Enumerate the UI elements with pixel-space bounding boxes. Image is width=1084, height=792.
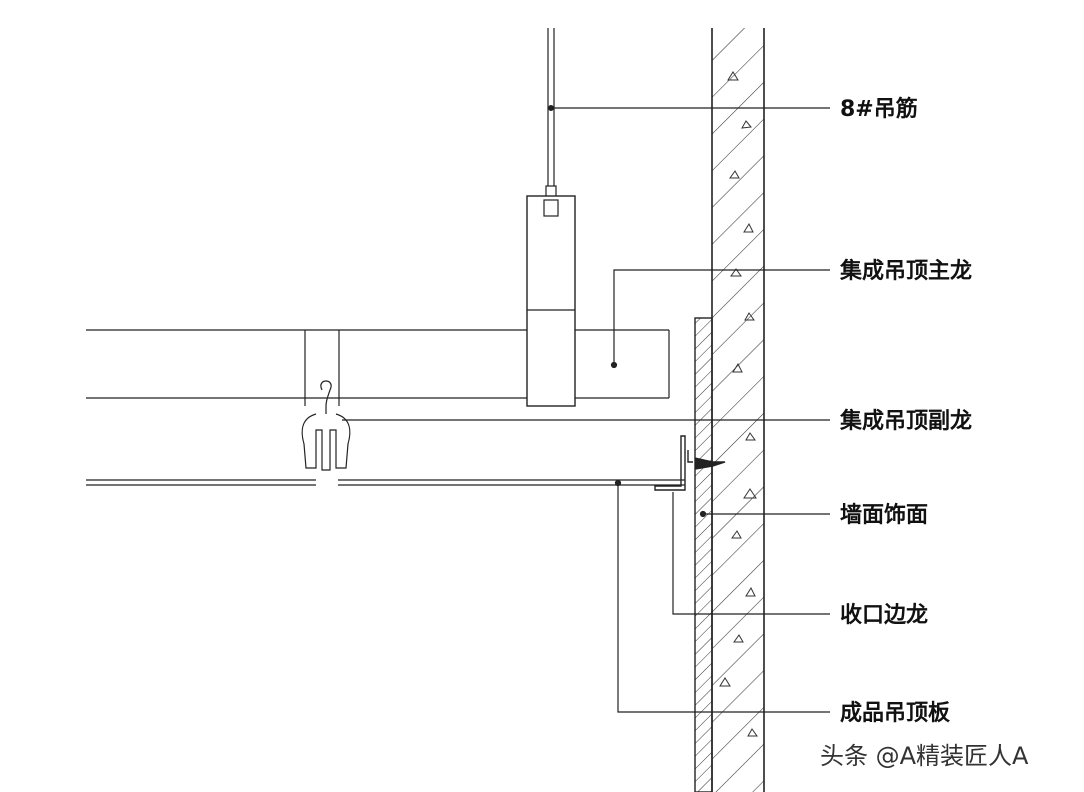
sub-keel — [301, 380, 695, 471]
label-ceiling-panel: 成品吊顶板 — [840, 701, 951, 726]
watermark: 头条 @A精装匠人A — [820, 742, 1029, 770]
leader-lines — [551, 107, 830, 713]
label-wall-finish: 墙面饰面 — [840, 502, 928, 528]
edge-trim — [654, 435, 726, 491]
concrete-wall — [711, 28, 765, 792]
hanger-rod — [526, 28, 576, 407]
ceiling-panel — [86, 479, 685, 487]
label-hanger-rod: 8#吊筋 — [840, 96, 918, 122]
label-sub-keel: 集成吊顶副龙 — [839, 408, 972, 434]
wall-finish-layer — [694, 317, 713, 792]
main-keel — [86, 329, 670, 406]
aggregate-marks — [719, 71, 758, 737]
label-edge-trim: 收口边龙 — [840, 602, 928, 628]
label-main-keel: 集成吊顶主龙 — [839, 258, 972, 284]
